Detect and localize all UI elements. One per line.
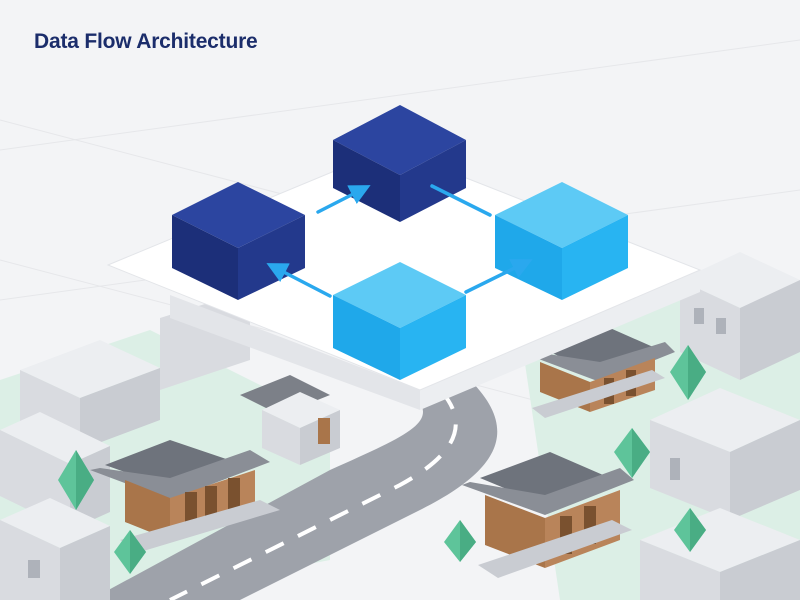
edge-top-to-right xyxy=(430,184,492,217)
node-left xyxy=(172,182,305,300)
node-bottom xyxy=(333,262,466,380)
hanok-house xyxy=(240,375,340,465)
tree-icon xyxy=(58,450,94,510)
tree-icon xyxy=(444,520,476,562)
block-buildings xyxy=(0,252,800,600)
tree-icon xyxy=(674,508,706,552)
trees xyxy=(58,345,706,574)
road xyxy=(90,380,498,600)
building-block xyxy=(650,388,800,520)
page-title: Data Flow Architecture xyxy=(34,30,258,53)
building-block xyxy=(0,498,110,600)
edge-bottom-to-right xyxy=(464,259,533,294)
tree-icon xyxy=(114,530,146,574)
building-block xyxy=(680,252,800,380)
edge-bottom-to-left xyxy=(266,263,332,298)
hanok-house-icon xyxy=(90,440,280,552)
diagram-nodes xyxy=(172,105,628,380)
diagram-edges xyxy=(266,184,533,298)
hanok-house-icon xyxy=(462,452,634,578)
node-right xyxy=(495,182,628,300)
node-top xyxy=(333,105,466,222)
tree-icon xyxy=(614,428,650,478)
edge-left-to-top xyxy=(316,185,371,214)
tree-icon xyxy=(670,345,706,400)
hanok-house-icon xyxy=(528,328,675,418)
